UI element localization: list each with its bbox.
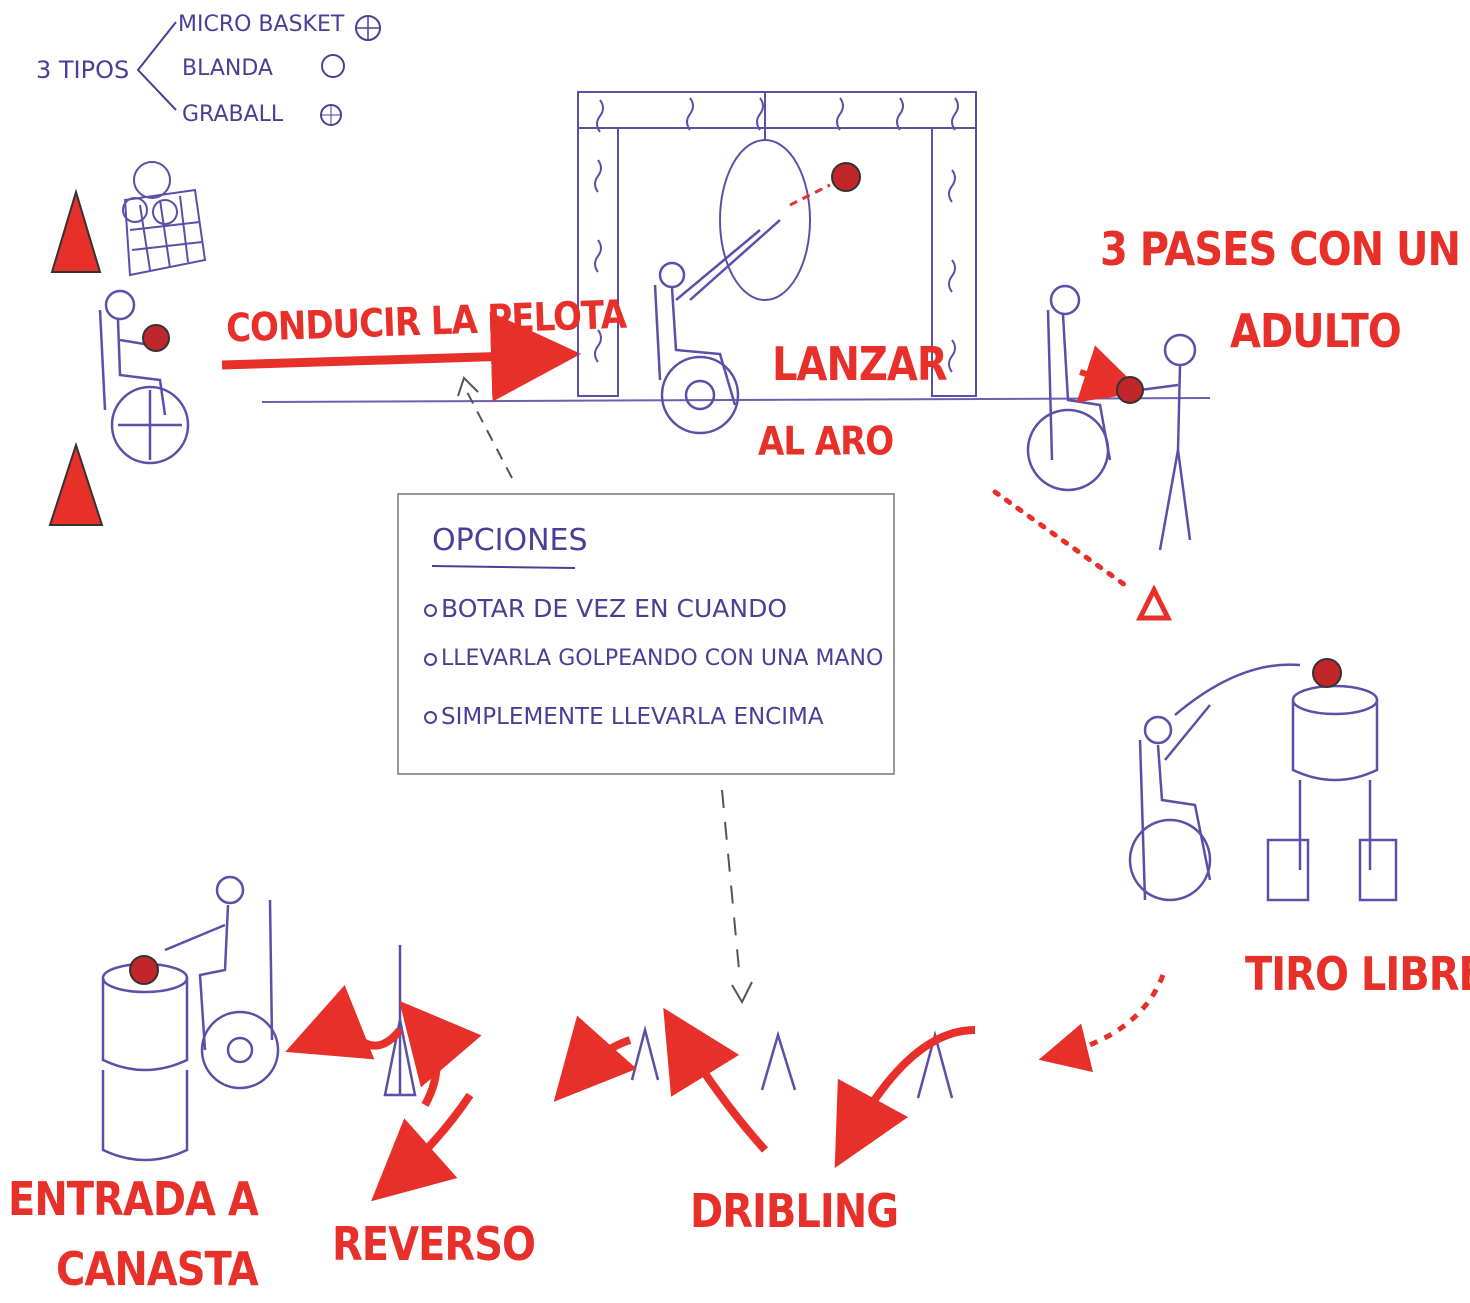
reverso-pole-icon [383, 945, 417, 1097]
label-reverso: REVERSO [332, 1218, 536, 1272]
ball-hoop-icon [831, 162, 861, 192]
ball-type-blanda: BLANDA [182, 56, 273, 81]
cone-marker-right [1135, 584, 1173, 621]
label-dribling: DRIBLING [690, 1185, 899, 1239]
cone-top-left [50, 188, 102, 273]
ball-type-graball: GRABALL [182, 102, 284, 127]
arrow-to-tiro [992, 489, 1128, 588]
ball-tiro-icon [1312, 658, 1342, 688]
arrow-reverso-3 [285, 985, 404, 1060]
bullet-icon [424, 652, 437, 666]
ball-entrada-icon [129, 955, 159, 985]
bullet-icon [424, 711, 437, 724]
ball-left-icon [142, 324, 170, 352]
wheelchair-player-pass-icon [1026, 284, 1197, 551]
label-al-aro: AL ARO [758, 419, 894, 465]
options-title-underline [431, 565, 576, 569]
arrow-dribling-3 [553, 1015, 637, 1102]
label-pases-1: 3 PASES CON UN [1100, 223, 1461, 277]
ball-types-bracket [136, 21, 177, 111]
blanda-icon [321, 54, 345, 78]
arrow-options-up [465, 389, 513, 479]
options-title: OPCIONES [432, 523, 588, 558]
arrow-reverso-2 [399, 1000, 482, 1107]
arrow-dribling-1 [834, 1026, 976, 1169]
label-entrada-1: ENTRADA A [8, 1173, 259, 1227]
ball-basket-icon [122, 161, 207, 277]
hoop-frame-icon [577, 91, 977, 397]
label-entrada-2: CANASTA [56, 1243, 259, 1297]
arrow-conducir [221, 311, 581, 402]
wheelchair-player-left-icon [98, 289, 190, 465]
option-item-2: LLEVARLA GOLPEANDO CON UNA MANO [424, 648, 883, 670]
option-item-1: BOTAR DE VEZ EN CUANDO [424, 596, 787, 621]
ball-pass-icon [1116, 376, 1144, 404]
arrow-pass [1076, 345, 1143, 403]
cone-bottom-left [48, 441, 104, 526]
label-pases-2: ADULTO [1230, 305, 1402, 359]
graball-icon [320, 104, 342, 126]
arrow-reverso-1 [371, 1092, 474, 1202]
ball-type-micro-basket: MICRO BASKET [178, 12, 345, 37]
ground-line [261, 397, 1211, 403]
arrow-options-down [721, 789, 741, 981]
arrow-to-dribling [1038, 974, 1166, 1073]
entrada-canasta-scene-icon [101, 875, 280, 1162]
tiro-libre-scene-icon [1128, 663, 1398, 902]
option-item-3: SIMPLEMENTE LLEVARLA ENCIMA [424, 706, 824, 729]
bullet-icon [424, 603, 437, 617]
ball-types-prefix: 3 TIPOS [36, 56, 130, 84]
label-tiro-libre: TIRO LIBRE [1245, 948, 1470, 1002]
options-box-frame [397, 493, 895, 775]
wheelchair-player-throw-icon [653, 219, 781, 435]
arrow-dribling-2 [663, 1007, 768, 1153]
label-lanzar: LANZAR [772, 338, 948, 392]
